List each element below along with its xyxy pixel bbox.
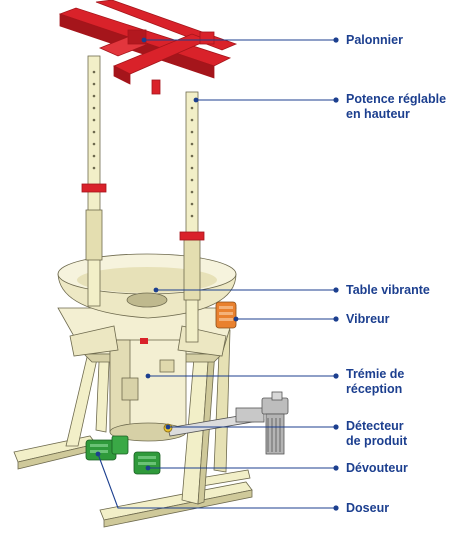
label-vibreur: Vibreur bbox=[346, 312, 390, 327]
palonnier-beam bbox=[58, 0, 238, 95]
label-tremie-line-1: Trémie de bbox=[346, 367, 405, 381]
label-devouteur: Dévouteur bbox=[346, 461, 408, 476]
label-palonnier: Palonnier bbox=[346, 33, 403, 48]
label-doseur: Doseur bbox=[346, 501, 389, 516]
product-detector bbox=[163, 391, 289, 455]
label-potence: Potence réglable en hauteur bbox=[346, 92, 446, 122]
label-vibreur-line-1: Vibreur bbox=[346, 312, 390, 326]
label-potence-line-2: en hauteur bbox=[346, 107, 410, 121]
vibrator-motor bbox=[215, 301, 237, 329]
label-doseur-line-1: Doseur bbox=[346, 501, 390, 515]
label-potence-line-1: Potence réglable bbox=[346, 92, 447, 106]
label-table-vibrante: Table vibrante bbox=[346, 283, 430, 298]
leader-lines bbox=[97, 39, 334, 509]
leader-dots bbox=[95, 37, 339, 511]
doseur-motor bbox=[85, 435, 129, 461]
mast-holes bbox=[92, 70, 194, 218]
label-detecteur-line-2: de produit bbox=[346, 434, 408, 448]
devouteur-motor bbox=[133, 451, 161, 475]
leader-doseur bbox=[97, 453, 334, 509]
label-detecteur: Détecteur de produit bbox=[346, 419, 407, 449]
label-devouteur-line-1: Dévouteur bbox=[346, 461, 408, 475]
label-tremie-line-2: réception bbox=[346, 382, 403, 396]
adjustable-mast bbox=[81, 55, 205, 343]
label-tremie: Trémie de réception bbox=[346, 367, 404, 397]
label-palonnier-line-1: Palonnier bbox=[346, 33, 403, 47]
label-detecteur-line-1: Détecteur bbox=[346, 419, 404, 433]
label-table-line-1: Table vibrante bbox=[346, 283, 430, 297]
